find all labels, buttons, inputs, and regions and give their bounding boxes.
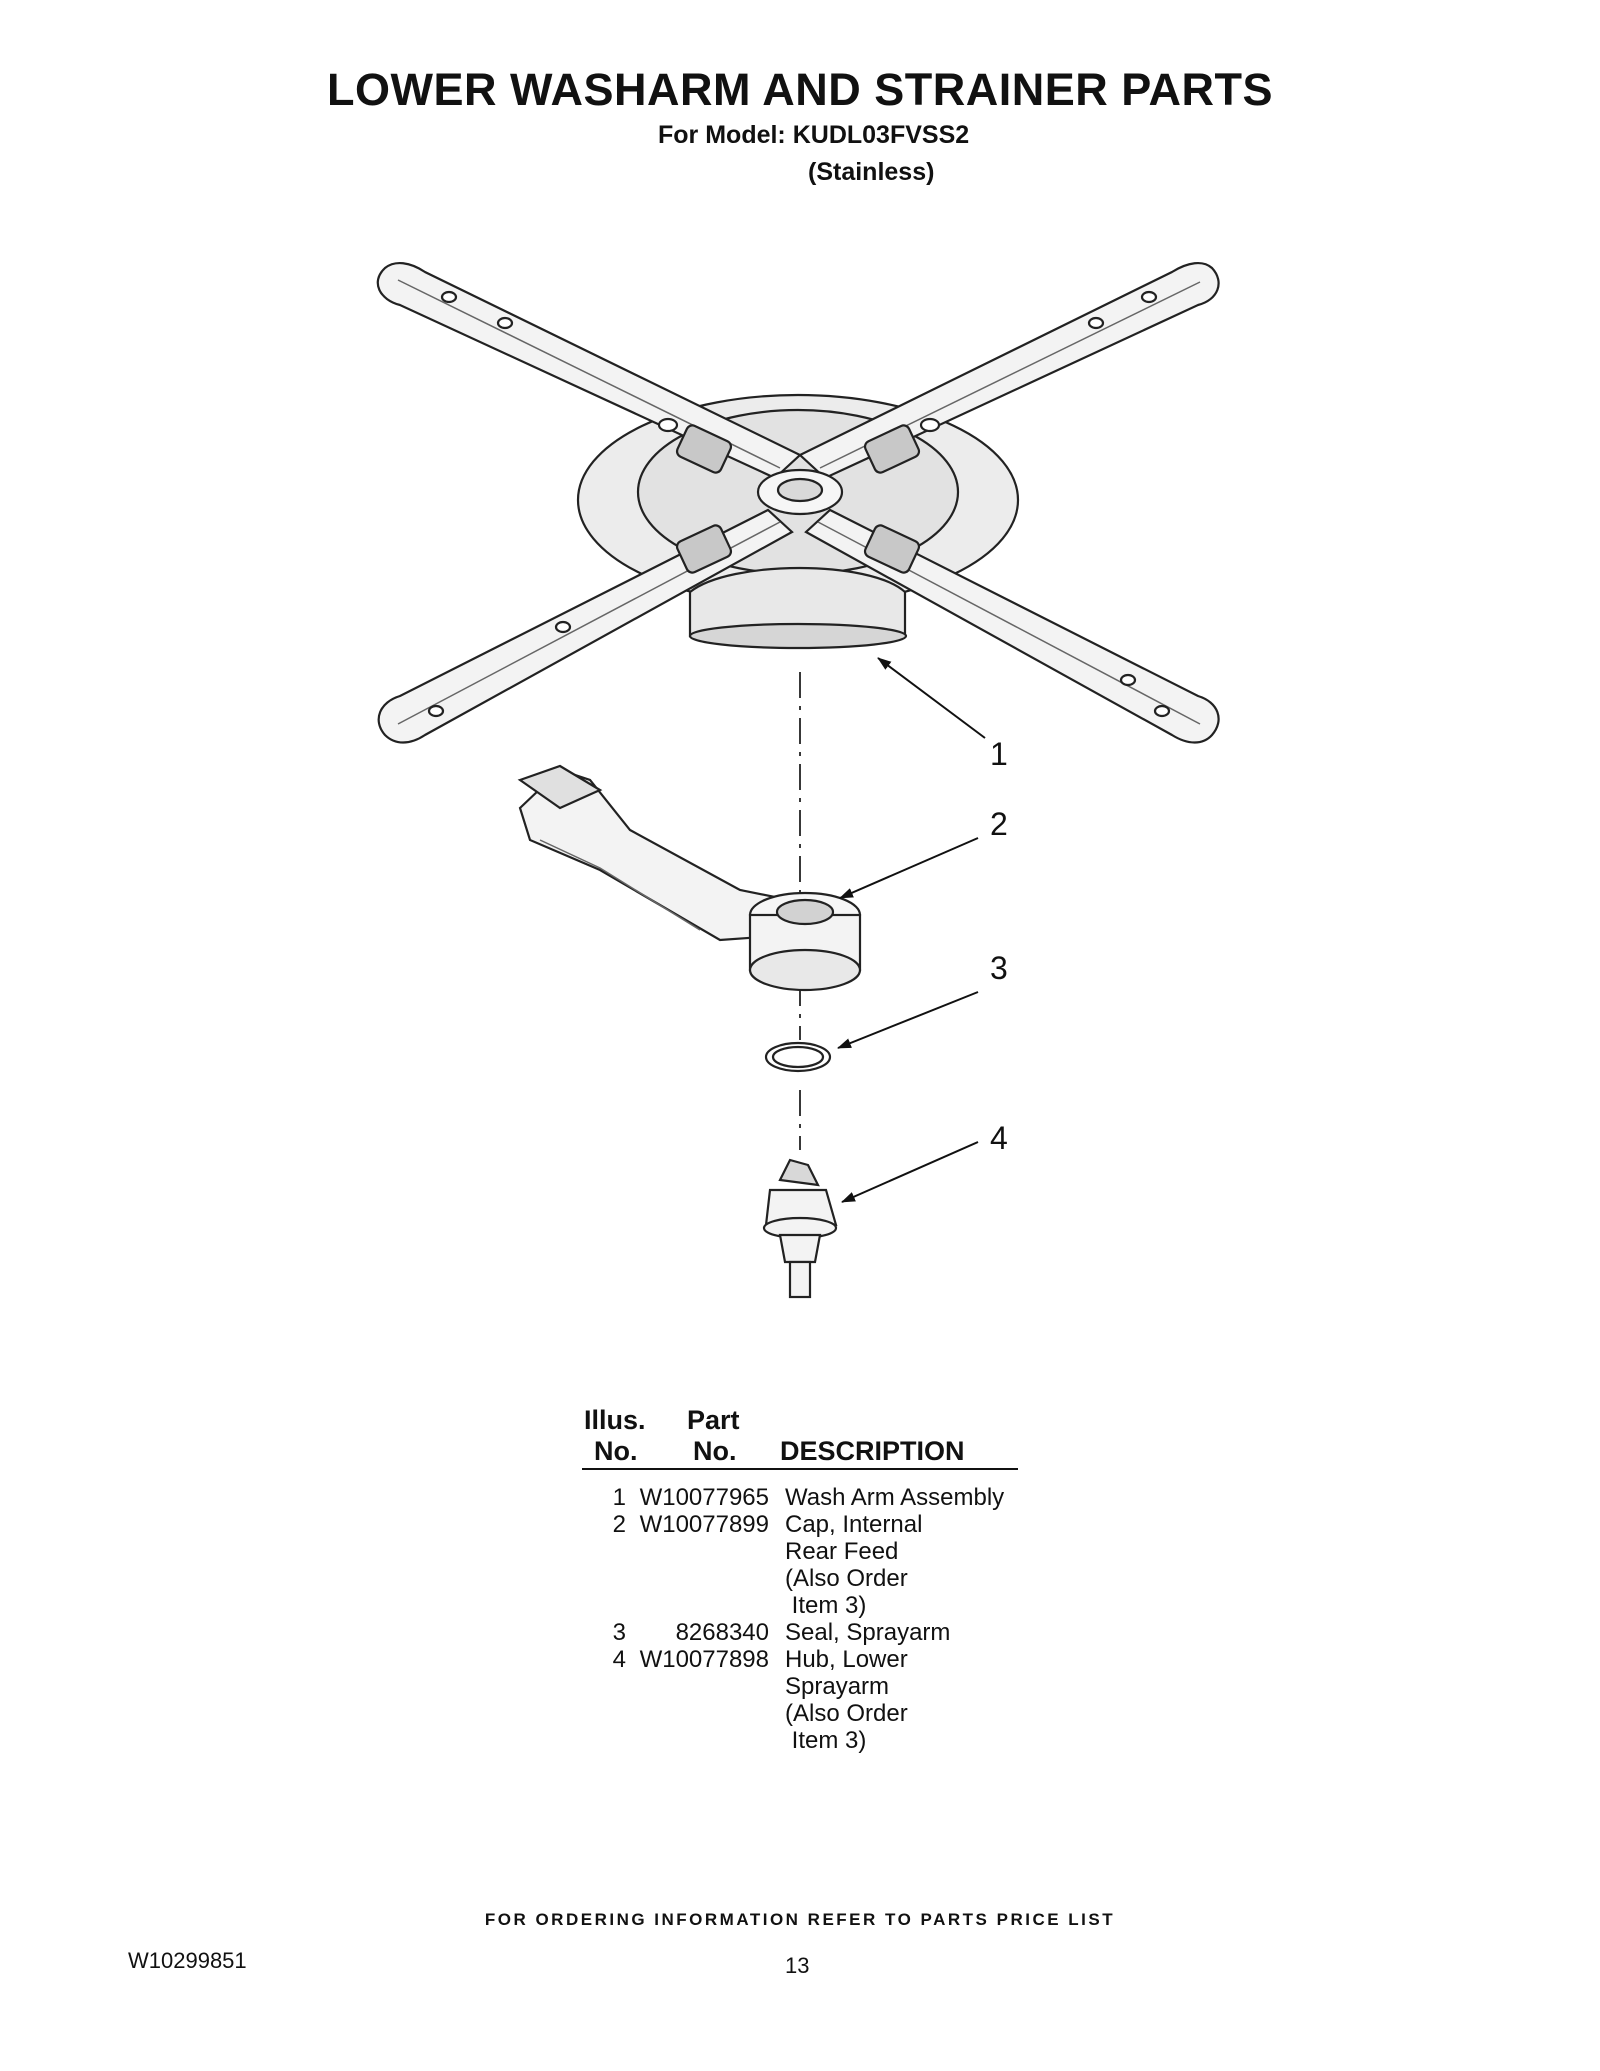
exploded-parts-diagram bbox=[376, 262, 1220, 1299]
cap-internal-rear-feed bbox=[517, 764, 862, 992]
header-part-line1: Part bbox=[687, 1405, 740, 1435]
callout-1-leader bbox=[877, 657, 986, 739]
seal-sprayarm bbox=[764, 1041, 832, 1073]
header-description: DESCRIPTION bbox=[780, 1436, 965, 1466]
row-description: Hub, Lower bbox=[785, 1646, 908, 1673]
callout-3: 3 bbox=[990, 950, 1008, 986]
callout-4-leader bbox=[841, 1141, 979, 1203]
ordering-info-note: FOR ORDERING INFORMATION REFER TO PARTS … bbox=[484, 1910, 1116, 1929]
model-variant: (Stainless) bbox=[808, 158, 935, 186]
row-description: Cap, Internal bbox=[785, 1511, 923, 1538]
wash-arm-upper-right bbox=[798, 262, 1220, 480]
page-title: LOWER WASHARM AND STRAINER PARTS bbox=[327, 64, 1273, 115]
row-description: Item 3) bbox=[785, 1592, 867, 1619]
row-illus-no: 4 bbox=[612, 1646, 626, 1673]
row-description: Rear Feed bbox=[785, 1538, 899, 1565]
row-illus-no: 2 bbox=[612, 1511, 626, 1538]
header-illus-line2: No. bbox=[594, 1436, 638, 1466]
row-part-no: W10077899 bbox=[639, 1511, 769, 1538]
row-part-no: W10077965 bbox=[639, 1484, 769, 1511]
page-number: 13 bbox=[785, 1953, 810, 1978]
row-part-no: 8268340 bbox=[675, 1619, 769, 1646]
callout-4: 4 bbox=[990, 1120, 1008, 1156]
callout-3-leader bbox=[837, 991, 979, 1049]
header-illus-line1: Illus. bbox=[584, 1405, 646, 1435]
callout-2: 2 bbox=[990, 806, 1008, 842]
row-illus-no: 1 bbox=[612, 1484, 626, 1511]
wash-arm-skirt bbox=[688, 566, 907, 638]
callout-2-leader bbox=[839, 837, 979, 899]
row-description: (Also Order bbox=[785, 1565, 908, 1592]
document-number: W10299851 bbox=[128, 1948, 247, 1973]
row-illus-no: 3 bbox=[612, 1619, 626, 1646]
row-description: Item 3) bbox=[785, 1727, 867, 1754]
row-description: Sprayarm bbox=[785, 1673, 890, 1700]
row-description: Seal, Sprayarm bbox=[785, 1619, 951, 1646]
hub-lower-sprayarm bbox=[762, 1158, 838, 1299]
wash-arm-upper-left bbox=[376, 262, 802, 480]
callout-1: 1 bbox=[990, 736, 1008, 772]
row-description: Wash Arm Assembly bbox=[785, 1484, 1005, 1511]
table-header-rule bbox=[582, 1468, 1018, 1470]
row-part-no: W10077898 bbox=[639, 1646, 769, 1673]
wash-arm-assembly bbox=[376, 262, 1220, 744]
row-description: (Also Order bbox=[785, 1700, 908, 1727]
header-part-line2: No. bbox=[693, 1436, 737, 1466]
model-line: For Model: KUDL03FVSS2 bbox=[658, 121, 970, 149]
